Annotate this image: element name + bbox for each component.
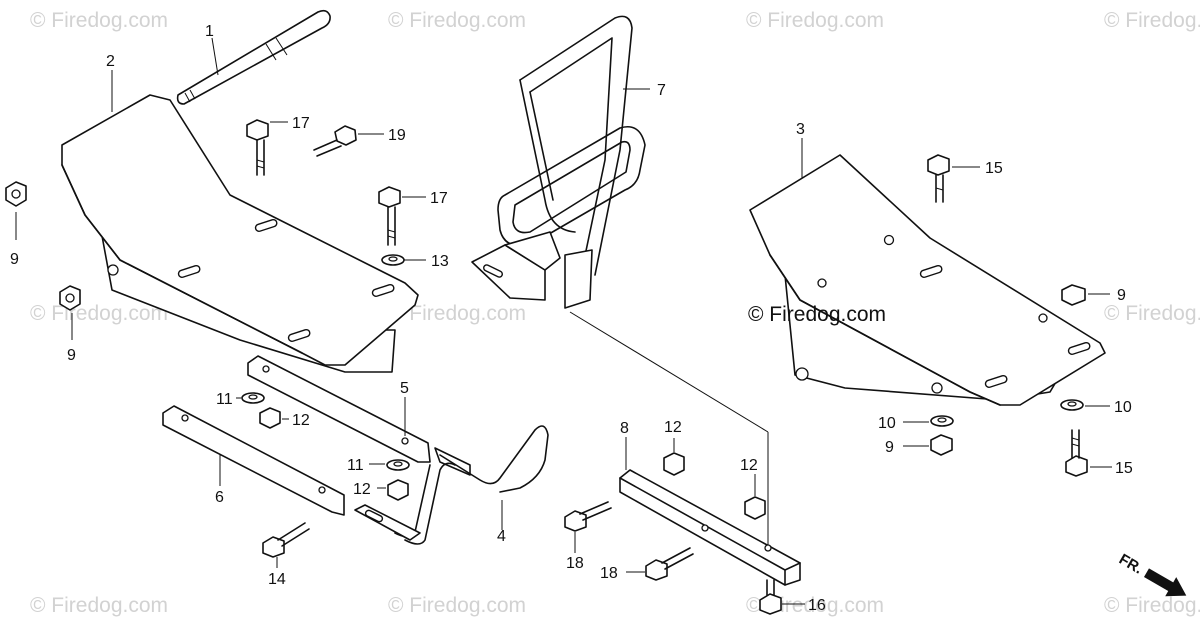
callout-17: 17	[292, 115, 310, 132]
watermark: © Firedog.com	[1104, 302, 1200, 325]
bolt-15-upper	[927, 154, 950, 203]
callout-9: 9	[885, 439, 894, 456]
slot	[919, 264, 943, 278]
callout-7: 7	[657, 82, 666, 99]
callout-9: 9	[67, 347, 76, 364]
nut-9-d	[930, 434, 953, 456]
nut-9-a	[5, 181, 27, 207]
callout-12: 12	[740, 457, 758, 474]
nut-9-c	[1061, 284, 1086, 306]
part-6-strap	[162, 405, 345, 516]
washer-10-b	[1060, 399, 1084, 411]
callout-8: 8	[620, 420, 629, 437]
watermark: © Firedog.com	[388, 594, 526, 617]
callout-10: 10	[878, 415, 896, 432]
nut-9-b	[59, 285, 81, 311]
watermark: © Firedog.com	[1104, 594, 1200, 617]
callout-9: 9	[10, 251, 19, 268]
callout-14: 14	[268, 571, 286, 588]
callout-labels: 1 2 3 4 5 6 7 8 9 9 9 9 10 10 11 11 12 1…	[10, 23, 1133, 614]
callout-18: 18	[566, 555, 584, 572]
callout-6: 6	[215, 489, 224, 506]
nut-12-c	[663, 452, 685, 476]
callout-11: 11	[216, 391, 233, 408]
callout-16: 16	[808, 597, 826, 614]
nut-12-a	[259, 407, 281, 429]
slot	[984, 374, 1008, 388]
bolt-14	[262, 522, 310, 558]
center-copyright: © Firedog.com	[748, 303, 886, 326]
callout-17: 17	[430, 190, 448, 207]
callout-2: 2	[106, 53, 115, 70]
watermark: © Firedog.com	[746, 9, 884, 32]
callout-15: 15	[1115, 460, 1133, 477]
bolt-15-lower	[1065, 429, 1088, 477]
callout-11: 11	[347, 457, 364, 474]
watermark: © Firedog.com	[388, 9, 526, 32]
washer-10-a	[930, 415, 954, 427]
watermark: © Firedog.com	[30, 302, 168, 325]
callout-5: 5	[400, 380, 409, 397]
leader-lines	[15, 37, 1112, 605]
washer-13	[381, 254, 405, 266]
part-2-left-plate	[61, 94, 419, 373]
callout-19: 19	[388, 127, 406, 144]
callout-18: 18	[600, 565, 618, 582]
part-5-strap	[247, 355, 431, 463]
bolt-18-lower	[645, 547, 694, 581]
part-7-rack	[471, 15, 646, 309]
callout-4: 4	[497, 528, 506, 545]
nut-12-d	[744, 496, 766, 520]
slot	[177, 264, 201, 278]
callout-1: 1	[205, 23, 214, 40]
callout-10: 10	[1114, 399, 1132, 416]
watermark: © Firedog.com	[388, 302, 526, 325]
slot	[254, 218, 278, 232]
bolt-17-lower	[378, 186, 401, 246]
callout-12: 12	[292, 412, 310, 429]
callout-13: 13	[431, 253, 449, 270]
washer-11-b	[386, 459, 410, 471]
bolt-19	[313, 125, 357, 157]
slot	[364, 509, 384, 523]
callout-3: 3	[796, 121, 805, 138]
callout-15: 15	[985, 160, 1003, 177]
watermark: © Firedog.com	[1104, 9, 1200, 32]
bolt-17-upper	[246, 119, 269, 176]
slot	[287, 328, 311, 342]
part-4-bracket	[354, 425, 549, 545]
part-1-bar	[176, 9, 331, 105]
part-8-bar	[619, 469, 801, 586]
watermark: © Firedog.com	[30, 9, 168, 32]
bolt-16	[759, 579, 782, 615]
callout-12: 12	[353, 481, 371, 498]
callout-12: 12	[664, 419, 682, 436]
part-3-right-plate	[749, 154, 1106, 406]
slot	[371, 283, 395, 297]
watermark: © Firedog.com	[30, 594, 168, 617]
washer-11-a	[241, 392, 265, 404]
watermarks: © Firedog.com © Firedog.com © Firedog.co…	[30, 9, 1200, 617]
slot	[1067, 341, 1091, 355]
bolt-18-upper	[564, 501, 612, 532]
nut-12-b	[387, 479, 409, 501]
slot	[483, 264, 503, 278]
callout-9: 9	[1117, 287, 1126, 304]
front-label: FR.	[1116, 551, 1145, 578]
